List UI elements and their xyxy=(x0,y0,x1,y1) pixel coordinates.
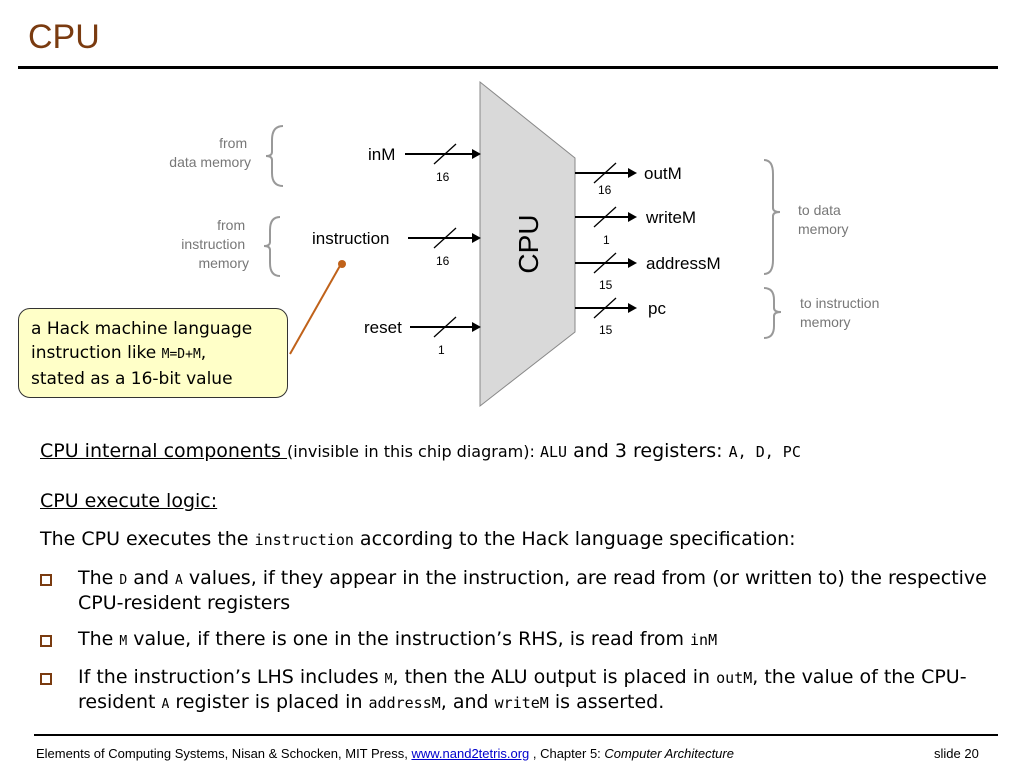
slide-title: CPU xyxy=(28,18,100,56)
callout-pointer-dot xyxy=(338,260,346,268)
from-instruction-memory-line3: memory xyxy=(198,255,249,271)
writeM-width: 1 xyxy=(603,233,610,247)
internal-components-paren: (invisible in this chip diagram): xyxy=(287,442,540,461)
instruction-callout: a Hack machine language instruction like… xyxy=(18,308,288,398)
pc-bus-slash xyxy=(593,297,617,319)
from-instruction-memory-label: from instruction memory xyxy=(181,217,249,271)
pc-width: 15 xyxy=(599,323,613,337)
nand2tetris-link[interactable]: www.nand2tetris.org xyxy=(411,746,530,761)
cpu-chip-label: CPU xyxy=(513,214,544,273)
to-instruction-memory-label: to instruction memory xyxy=(800,295,883,330)
outM-arrowhead xyxy=(628,168,637,178)
execute-intro: The CPU executes the instruction accordi… xyxy=(40,528,796,550)
chapter-title: Computer Architecture xyxy=(604,746,734,761)
from-instruction-memory-line1: from xyxy=(217,217,245,233)
addressM-bus-slash xyxy=(593,252,617,274)
to-instruction-memory-brace xyxy=(763,287,782,339)
callout-pointer-line xyxy=(289,263,342,355)
footer-divider xyxy=(34,734,998,736)
instruction-code: instruction xyxy=(254,531,354,549)
cpu-chip-body xyxy=(479,80,576,408)
to-data-memory-label: to data memory xyxy=(798,202,849,237)
reset-bus-slash xyxy=(433,316,457,338)
reset-width: 1 xyxy=(438,343,445,357)
inM-bus-slash xyxy=(433,143,457,165)
addressM-width: 15 xyxy=(599,278,613,292)
writeM-label: writeM xyxy=(645,208,696,227)
title-divider xyxy=(18,66,998,69)
footer: Elements of Computing Systems, Nisan & S… xyxy=(36,746,734,761)
addressM-label: addressM xyxy=(646,254,721,273)
outM-label: outM xyxy=(644,164,682,183)
to-data-memory-line1: to data xyxy=(798,202,841,218)
to-instruction-memory-line1: to instruction xyxy=(800,295,879,311)
instruction-width: 16 xyxy=(436,254,450,268)
callout-code: M=D+M xyxy=(161,347,201,362)
alu-code: ALU xyxy=(539,443,568,461)
from-instruction-memory-brace xyxy=(263,216,281,277)
from-instruction-memory-line2: instruction xyxy=(181,236,245,252)
cpu-chip-diagram: CPU inM 16 instruction 16 reset 1 outM 1… xyxy=(169,80,883,408)
writeM-arrowhead xyxy=(628,212,637,222)
to-instruction-memory-line2: memory xyxy=(800,314,851,330)
callout-line1: a Hack machine language xyxy=(31,319,253,339)
from-data-memory-brace xyxy=(265,125,284,187)
to-data-memory-brace xyxy=(763,159,781,275)
inM-arrowhead xyxy=(472,149,481,159)
bullet-1: The D and A values, if they appear in th… xyxy=(78,567,987,614)
execute-logic-heading: CPU execute logic: xyxy=(40,490,218,512)
to-data-memory-line2: memory xyxy=(798,221,849,237)
addressM-arrowhead xyxy=(628,258,637,268)
from-data-memory-line1: from xyxy=(219,135,247,151)
internal-components-label: CPU internal components xyxy=(40,440,288,462)
instruction-bus-slash xyxy=(433,227,457,249)
pc-arrowhead xyxy=(628,303,637,313)
internal-mid: and 3 registers: xyxy=(567,440,729,462)
instruction-label: instruction xyxy=(312,229,389,248)
reset-arrowhead xyxy=(472,322,481,332)
internal-components-line: CPU internal components (invisible in th… xyxy=(40,440,1000,464)
writeM-bus-slash xyxy=(593,206,617,228)
registers-code: A, D, PC xyxy=(728,443,801,461)
from-data-memory-label: from data memory xyxy=(169,135,251,170)
slide-number: slide 20 xyxy=(934,746,979,761)
instruction-arrowhead xyxy=(472,233,481,243)
from-data-memory-line2: data memory xyxy=(169,154,251,170)
reset-label: reset xyxy=(364,318,402,337)
callout-line2: instruction like M=D+M, xyxy=(31,343,207,363)
pc-label: pc xyxy=(648,299,666,318)
outM-width: 16 xyxy=(598,183,612,197)
outM-bus-slash xyxy=(593,162,617,184)
callout-line3: stated as a 16-bit value xyxy=(31,369,233,389)
bullet-2: The M value, if there is one in the inst… xyxy=(78,628,718,650)
bullet-3: If the instruction’s LHS includes M, the… xyxy=(78,666,967,713)
inM-width: 16 xyxy=(436,170,450,184)
inM-label: inM xyxy=(368,145,395,164)
